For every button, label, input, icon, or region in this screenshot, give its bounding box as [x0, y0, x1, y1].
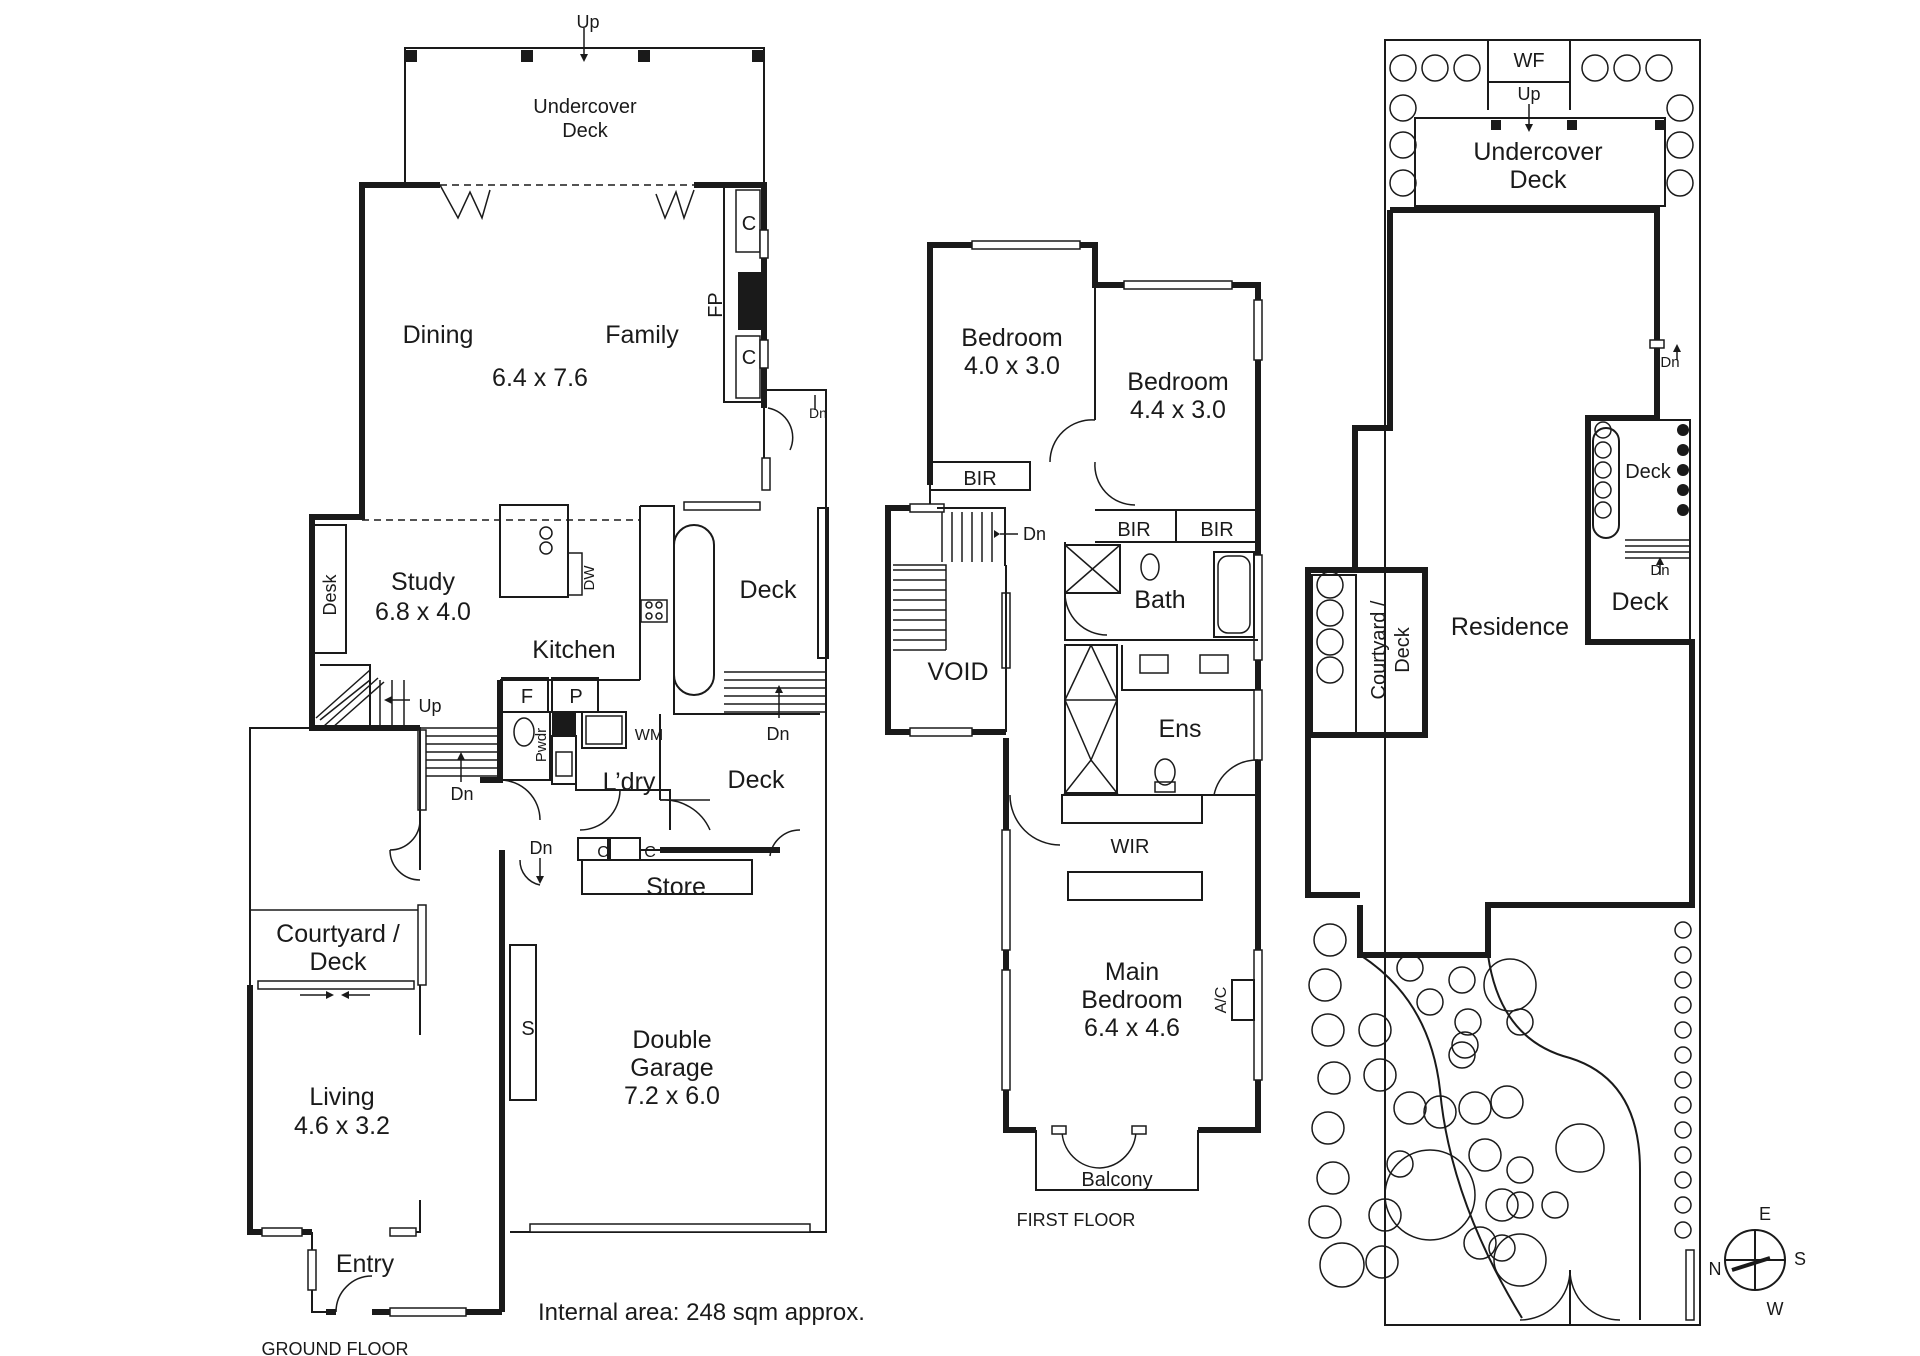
cupboard-label-4: C [644, 844, 656, 861]
dn-deck-label: Dn [766, 724, 789, 744]
kitchen-label: Kitchen [532, 636, 615, 664]
bir-label-1: BIR [963, 468, 996, 490]
tree-icons [1308, 54, 1694, 1288]
dn-stair-label: Dn [450, 784, 473, 804]
living-dim: 4.6 x 3.2 [294, 1112, 390, 1140]
residence-label: Residence [1451, 613, 1569, 641]
cupboard-label-3: C [597, 844, 609, 861]
first-floor-labels: Bedroom 4.0 x 3.0 Bedroom 4.4 x 3.0 BIR … [927, 324, 1233, 1230]
ensuite-label: Ens [1158, 715, 1201, 743]
desk-label: Desk [320, 573, 340, 615]
garage-dim: 7.2 x 6.0 [624, 1082, 720, 1110]
ac-label: A/C [1213, 987, 1230, 1014]
bir-label-2: BIR [1117, 519, 1150, 541]
ground-floor-plan [247, 28, 829, 1317]
first-floor-caption: FIRST FLOOR [1017, 1210, 1136, 1230]
store-label: Store [646, 873, 706, 901]
dn-first-label: Dn [1023, 524, 1046, 544]
dishwasher-label: DW [581, 565, 598, 591]
fridge-label: F [521, 686, 533, 708]
up-stair-label: Up [418, 696, 441, 716]
shelf-label: S [521, 1018, 534, 1040]
compass-s: S [1794, 1249, 1806, 1269]
dn-fp-label: Dn [809, 405, 827, 421]
site-up-label: Up [1517, 84, 1540, 104]
wir-label: WIR [1111, 836, 1150, 858]
cupboard-label-2: C [742, 347, 756, 369]
site-plan [1305, 39, 1786, 1326]
area-note: Internal area: 248 sqm approx. [538, 1299, 865, 1326]
deck-lower-label: Deck [728, 766, 785, 794]
site-courtyard-label: Courtyard /Deck [1368, 600, 1414, 699]
dining-label: Dining [403, 321, 474, 349]
ground-floor-caption: GROUND FLOOR [261, 1339, 408, 1356]
bir-label-3: BIR [1200, 519, 1233, 541]
laundry-label: L’dry [603, 768, 656, 796]
compass-e: E [1759, 1204, 1771, 1224]
courtyard-label: Courtyard /Deck [276, 920, 400, 976]
compass-n: N [1709, 1259, 1722, 1279]
site-deck-2-label: Deck [1612, 588, 1669, 616]
dn-hall-label: Dn [529, 838, 552, 858]
compass-w: W [1767, 1299, 1784, 1319]
pantry-label: P [569, 686, 582, 708]
bedroom-2-label: Bedroom [1127, 368, 1228, 396]
bedroom-1-dim: 4.0 x 3.0 [964, 352, 1060, 380]
deck-upper-label: Deck [740, 576, 797, 604]
bedroom-2-dim: 4.4 x 3.0 [1130, 396, 1226, 424]
dining-family-dim: 6.4 x 7.6 [492, 364, 588, 392]
family-label: Family [605, 321, 679, 349]
powder-label: Pwdr [533, 728, 550, 762]
void-label: VOID [927, 658, 988, 686]
up-label: Up [576, 12, 599, 32]
entry-label: Entry [336, 1250, 395, 1278]
first-floor-plan [885, 240, 1263, 1191]
bath-label: Bath [1134, 586, 1185, 614]
study-label: Study [391, 568, 455, 596]
cupboard-label-1: C [742, 213, 756, 235]
site-dn-mid-label: Dn [1650, 562, 1669, 579]
fireplace-label: FP [705, 292, 727, 318]
bedroom-1-label: Bedroom [961, 324, 1062, 352]
living-label: Living [309, 1083, 374, 1111]
site-deck-1-label: Deck [1625, 461, 1672, 483]
main-bedroom-dim: 6.4 x 4.6 [1084, 1014, 1180, 1042]
washing-machine-label: WM [635, 727, 663, 744]
compass-icon [1724, 1229, 1786, 1291]
balcony-label: Balcony [1081, 1169, 1152, 1191]
wf-label: WF [1513, 50, 1544, 72]
site-dn-top-label: Dn [1660, 354, 1679, 371]
study-dim: 6.8 x 4.0 [375, 598, 471, 626]
